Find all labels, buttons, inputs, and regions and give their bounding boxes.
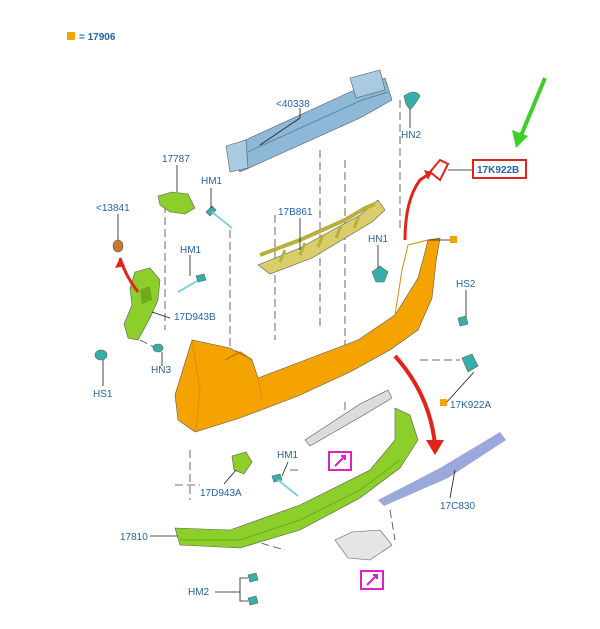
label-17k922a[interactable]: 17K922A bbox=[450, 400, 491, 411]
screw-hm1-mid[interactable] bbox=[177, 273, 207, 293]
clip-hn1[interactable] bbox=[371, 265, 389, 283]
label-17787[interactable]: 17787 bbox=[162, 154, 190, 165]
diagonal-arrow-icon[interactable] bbox=[360, 570, 384, 590]
screw-hm1-low[interactable] bbox=[271, 473, 299, 497]
diagonal-arrow-icon[interactable] bbox=[328, 451, 352, 471]
clip-hn3[interactable] bbox=[152, 343, 164, 353]
legend-swatch bbox=[67, 32, 75, 40]
label-17810[interactable]: 17810 bbox=[120, 532, 148, 543]
label-40338[interactable]: <40338 bbox=[276, 99, 310, 110]
label-17d943a[interactable]: 17D943A bbox=[200, 488, 242, 499]
clip-17k922a-part[interactable] bbox=[461, 353, 479, 373]
nut-13841[interactable] bbox=[112, 239, 124, 253]
red-arrow-reflector bbox=[403, 170, 433, 241]
clip-hn2[interactable] bbox=[403, 91, 421, 111]
highlight-box[interactable] bbox=[472, 159, 527, 179]
label-hn1[interactable]: HN1 bbox=[368, 234, 388, 245]
strip-17c830[interactable] bbox=[378, 432, 506, 506]
legend-text: = 17906 bbox=[79, 32, 116, 43]
red-arrow-nut bbox=[115, 257, 140, 293]
screw-hm1-top[interactable] bbox=[205, 205, 233, 229]
label-hn3[interactable]: HN3 bbox=[151, 365, 171, 376]
label-hm1-top[interactable]: HM1 bbox=[201, 176, 223, 187]
label-17k922b[interactable]: 17K922B bbox=[477, 165, 519, 176]
screw-hs2[interactable] bbox=[457, 315, 469, 327]
bracket-17787[interactable] bbox=[157, 191, 196, 215]
screws-hm2[interactable] bbox=[247, 572, 259, 606]
label-hm1-mid[interactable]: HM1 bbox=[180, 245, 202, 256]
label-17d943b[interactable]: 17D943B bbox=[174, 312, 216, 323]
label-hm1-low[interactable]: HM1 bbox=[277, 450, 299, 461]
reflector-17k922b[interactable] bbox=[428, 158, 450, 182]
clip-hs1[interactable] bbox=[94, 349, 108, 361]
label-hn2[interactable]: HN2 bbox=[401, 130, 421, 141]
marker-17906-a bbox=[450, 236, 457, 243]
silver-bracket-lower[interactable] bbox=[334, 529, 393, 561]
impact-beam[interactable] bbox=[225, 69, 393, 173]
label-17c830[interactable]: 17C830 bbox=[440, 501, 475, 512]
bumper-cover[interactable] bbox=[174, 237, 441, 433]
red-arrow-strip bbox=[393, 354, 444, 455]
label-hs1[interactable]: HS1 bbox=[93, 389, 113, 400]
label-17b861[interactable]: 17B861 bbox=[278, 207, 313, 218]
leader-lines bbox=[102, 108, 475, 602]
label-13841[interactable]: <13841 bbox=[96, 203, 130, 214]
legend: = 17906 bbox=[67, 32, 116, 43]
bracket-17d943a[interactable] bbox=[231, 451, 253, 475]
green-arrow bbox=[512, 77, 547, 148]
trim-strip[interactable] bbox=[304, 389, 393, 447]
marker-17906-b bbox=[440, 399, 447, 406]
lower-valance[interactable] bbox=[174, 407, 419, 549]
label-hs2[interactable]: HS2 bbox=[456, 279, 476, 290]
label-hm2[interactable]: HM2 bbox=[188, 587, 210, 598]
energy-absorber[interactable] bbox=[257, 199, 386, 275]
